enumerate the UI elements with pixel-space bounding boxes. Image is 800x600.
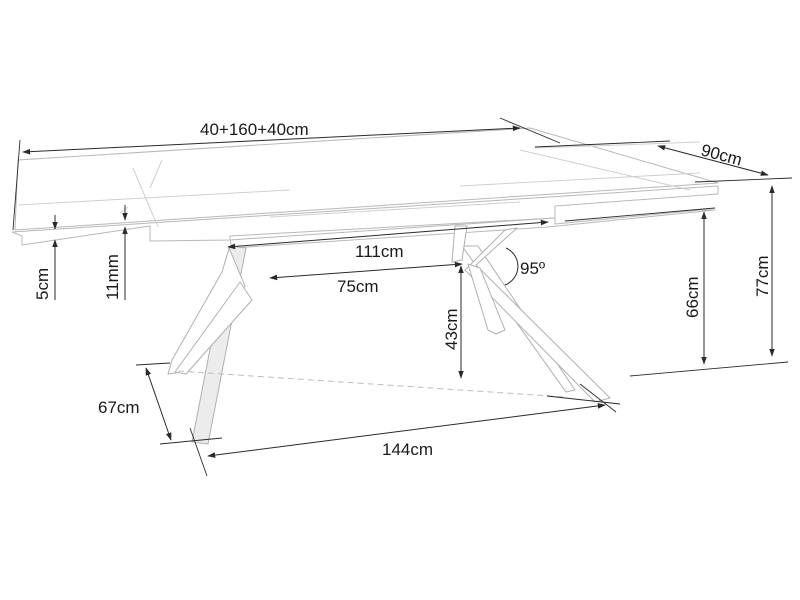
label-total-height: 77cm xyxy=(753,255,772,297)
label-top-thickness: 5cm xyxy=(33,268,52,300)
dimension-foot-length: 144cm xyxy=(189,383,621,477)
dimension-leg-joint-height: 43cm xyxy=(442,265,464,379)
dimension-leg-angle: 95º xyxy=(504,247,545,286)
label-leg-angle: 95º xyxy=(520,259,545,278)
label-leg-joint-height: 43cm xyxy=(442,308,461,350)
label-clearance-height: 66cm xyxy=(683,276,702,318)
dimension-clearance-height: 66cm xyxy=(564,207,716,365)
table-legs xyxy=(167,225,611,445)
dimension-foot-depth: 67cm xyxy=(98,362,223,445)
dimension-leg-top-span: 111cm xyxy=(227,219,549,261)
label-width: 90cm xyxy=(699,141,744,170)
label-foot-length: 144cm xyxy=(382,440,433,459)
dimension-glass-thickness: 11mm xyxy=(103,205,128,300)
dimension-leg-inner-span: 75cm xyxy=(269,261,463,296)
label-glass-thickness: 11mm xyxy=(103,254,122,300)
label-total-length: 40+160+40cm xyxy=(200,120,309,139)
dimension-total-length: 40+160+40cm xyxy=(12,117,561,231)
label-foot-depth: 67cm xyxy=(98,398,140,417)
label-leg-top-span: 111cm xyxy=(355,242,404,261)
dimension-total-height: 77cm xyxy=(629,185,789,377)
label-leg-inner-span: 75cm xyxy=(337,277,379,296)
table-top xyxy=(11,127,719,249)
floor-plane-line xyxy=(177,370,566,398)
dimension-top-thickness: 5cm xyxy=(33,215,58,300)
